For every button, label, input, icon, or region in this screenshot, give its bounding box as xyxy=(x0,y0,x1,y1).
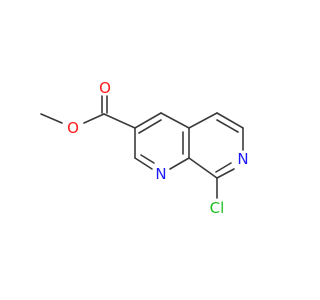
bond-c4-c4a xyxy=(160,112,190,129)
bond-n1-c2-inner xyxy=(140,154,155,164)
bond-o-carbonyl-c xyxy=(83,113,105,124)
bond-c5-c6-inner xyxy=(216,119,239,133)
atom-label-n1: N xyxy=(155,165,166,183)
atom-label-ester-oxygen: O xyxy=(67,119,79,137)
bond-c5-c6 xyxy=(216,112,244,129)
structure-svg: O O N N Cl xyxy=(40,79,249,217)
bond-c4a-c5 xyxy=(188,112,218,129)
bond-n7-c8 xyxy=(216,168,235,179)
bond-n7-c8-inner xyxy=(215,162,232,173)
bond-c8-c8a xyxy=(188,157,218,179)
bonds xyxy=(40,95,244,199)
bond-carbonyl-c3 xyxy=(103,113,136,129)
bond-c3-c4-inner xyxy=(138,119,162,134)
atom-label-chlorine: Cl xyxy=(210,199,225,217)
atom-label-n7: N xyxy=(237,150,248,168)
atom-labels: O O N N Cl xyxy=(67,79,249,217)
bond-methyl-o xyxy=(40,113,63,124)
atom-label-carbonyl-oxygen: O xyxy=(99,79,111,97)
molecule-diagram: O O N N Cl xyxy=(40,79,249,217)
bond-n1-c2 xyxy=(134,157,153,170)
bond-c8a-n1 xyxy=(169,157,190,170)
bond-c3-c4 xyxy=(134,112,162,129)
